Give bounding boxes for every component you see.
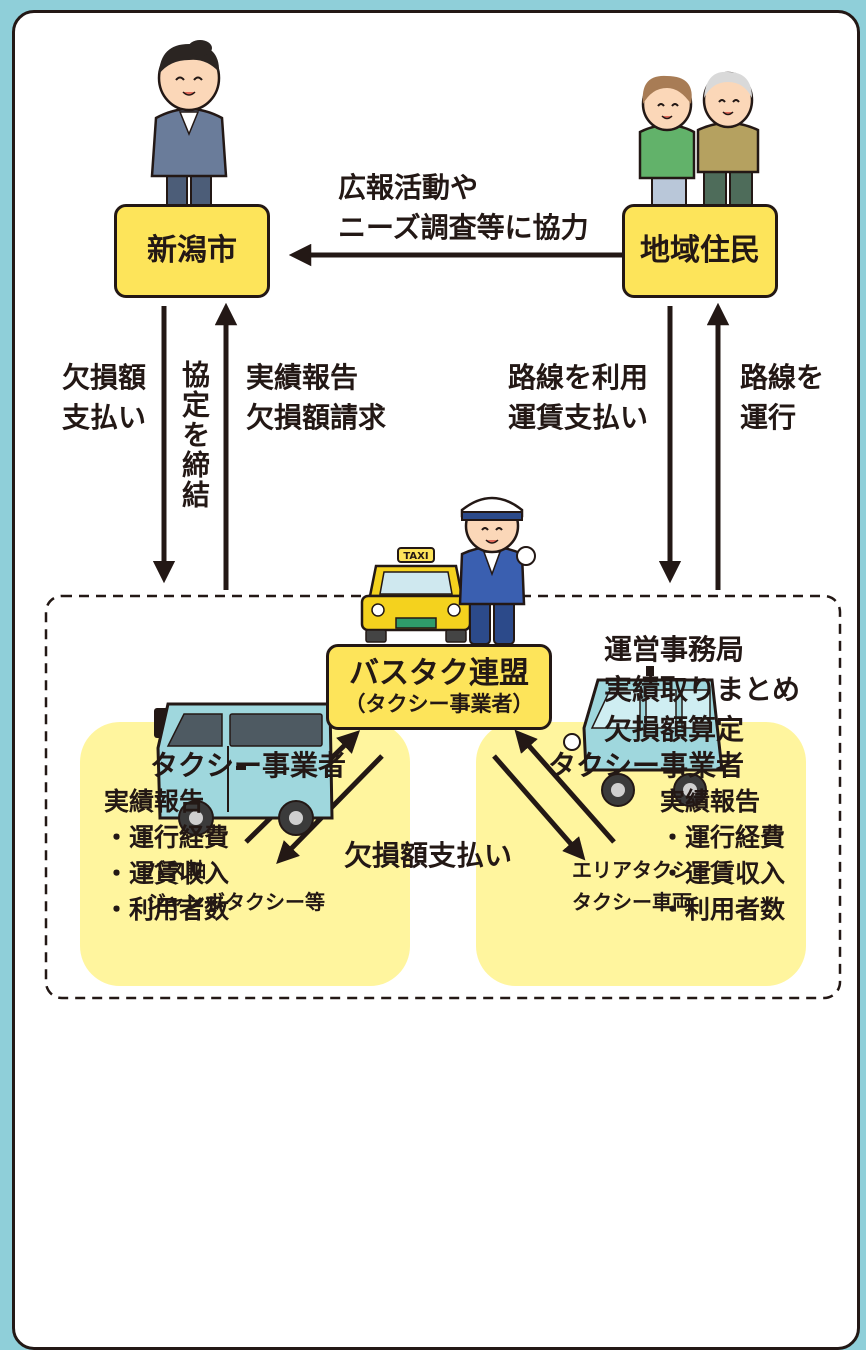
operator-left-caption: バス軸 ジャンボタクシー等	[146, 854, 325, 918]
label-cooperation: 広報活動や ニーズ調査等に協力	[338, 168, 589, 248]
label-cooperation-line2: ニーズ調査等に協力	[338, 211, 589, 244]
label-agreement: 協定を締結	[178, 360, 211, 510]
arrow-right-payment	[492, 754, 586, 861]
label-deficit-payment-operators: 欠損額支払い	[344, 839, 513, 872]
node-bustaku-federation: バスタク連盟 （タクシー事業者）	[326, 644, 552, 730]
label-use-route-line1: 路線を利用	[508, 361, 649, 394]
node-niigata-city: 新潟市	[114, 204, 270, 298]
label-operate-route-line2: 運行	[740, 401, 797, 434]
label-deficit-payment-city-line1: 欠損額	[62, 361, 147, 394]
node-federation-subtitle: （タクシー事業者）	[344, 691, 534, 716]
label-use-route: 路線を利用 運賃支払い	[508, 358, 648, 438]
label-deficit-payment-city: 欠損額 支払い	[62, 358, 146, 438]
label-operate-route-line1: 路線を	[740, 361, 825, 394]
node-residents: 地域住民	[622, 204, 778, 298]
label-report-to-city-line2: 欠損額請求	[246, 401, 387, 434]
operator-right-caption-line2: タクシー車両	[572, 890, 692, 914]
taxi-illustration: TAXI	[360, 547, 472, 643]
operator-right-caption-line1: エリアタクシー	[572, 858, 712, 882]
operator-left-title: タクシー事業者	[150, 749, 347, 782]
node-residents-label: 地域住民	[640, 232, 760, 268]
label-report-left-line1: 実績報告	[104, 787, 205, 816]
operator-right-caption: エリアタクシー タクシー車両	[572, 854, 712, 918]
label-use-route-line2: 運賃支払い	[508, 401, 649, 434]
label-secretariat-line1: 運営事務局	[604, 633, 745, 666]
residents-illustration	[638, 71, 760, 213]
label-report-left: 実績報告 ・運行経費 ・運賃収入 ・利用者数	[104, 784, 229, 928]
arrow-right-report	[514, 729, 616, 844]
diagram-stage: TAXI	[12, 10, 860, 1350]
label-report-right-line3: ・運賃収入	[660, 859, 786, 888]
label-secretariat: 運営事務局 実績取りまとめ 欠損額算定	[604, 630, 800, 750]
label-cooperation-line1: 広報活動や	[338, 171, 479, 204]
operator-left-caption-line1: バス軸	[146, 858, 206, 882]
car-illustration	[563, 666, 724, 807]
label-report-left-line3: ・運賃収入	[104, 859, 230, 888]
label-report-right-line2: ・運行経費	[660, 823, 786, 852]
label-secretariat-line3: 欠損額算定	[604, 713, 745, 746]
label-report-right-line4: ・利用者数	[660, 895, 786, 924]
label-operate-route: 路線を 運行	[740, 358, 824, 438]
van-illustration	[154, 702, 334, 836]
city-officer-illustration	[150, 40, 228, 213]
node-federation-title: バスタク連盟	[349, 656, 529, 692]
operator-right-title: タクシー事業者	[548, 749, 745, 782]
label-report-to-city: 実績報告 欠損額請求	[246, 358, 386, 438]
operator-left-caption-line2: ジャンボタクシー等	[146, 890, 325, 914]
taxi-sign-text: TAXI	[403, 551, 428, 562]
label-report-to-city-line1: 実績報告	[246, 361, 359, 394]
label-secretariat-line2: 実績取りまとめ	[604, 673, 801, 706]
label-report-right-line1: 実績報告	[660, 787, 761, 816]
node-niigata-city-label: 新潟市	[147, 232, 237, 268]
label-deficit-payment-city-line2: 支払い	[62, 401, 147, 434]
label-report-left-line2: ・運行経費	[104, 823, 230, 852]
label-report-right: 実績報告 ・運行経費 ・運賃収入 ・利用者数	[660, 784, 785, 928]
taxi-driver-illustration	[458, 496, 536, 645]
label-report-left-line4: ・利用者数	[104, 895, 230, 924]
